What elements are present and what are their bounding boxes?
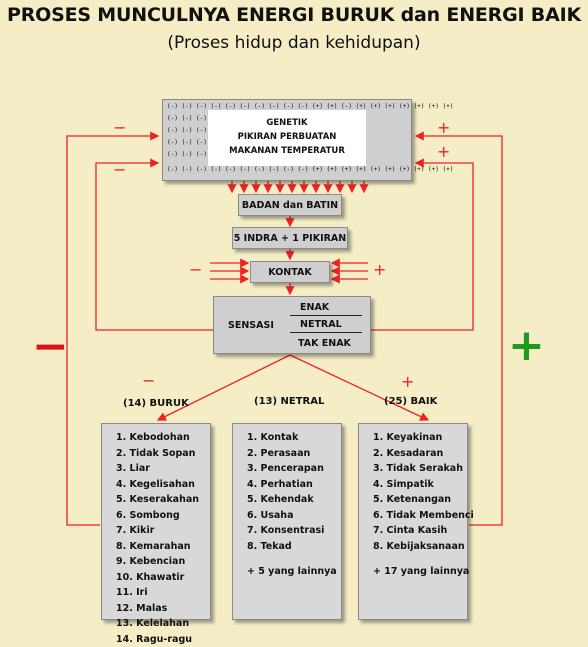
loop-right-inner — [371, 163, 473, 330]
list-item: 14. Ragu-ragu — [116, 632, 210, 647]
list-item: 9. Kebencian — [116, 554, 210, 570]
list-item: 13. Kelelahan — [116, 616, 210, 632]
list-item: 8. Kebijaksanaan — [373, 539, 467, 555]
heading-baik: (25) BAIK — [384, 396, 437, 407]
list-item: 10. Khawatir — [116, 570, 210, 586]
plus-sign: + — [401, 372, 414, 391]
list-item: 1. Keyakinan — [373, 430, 467, 446]
list-item: 1. Kebodohan — [116, 430, 210, 446]
sensasi-label: SENSASI — [228, 320, 274, 331]
minus-sign: − — [142, 371, 155, 390]
minus-sign: − — [113, 118, 126, 137]
down-arrows — [232, 181, 364, 192]
sign-row: (-) (-) (-) (-) (-) (-) (-) (-) (-) (-) … — [167, 166, 453, 173]
plus-sign: + — [373, 260, 386, 279]
list-buruk: 1. Kebodohan 2. Tidak Sopan 3. Liar 4. K… — [101, 423, 211, 620]
list-item: 3. Tidak Serakah — [373, 461, 467, 477]
list-item: 3. Liar — [116, 461, 210, 477]
list-item: 4. Perhatian — [247, 477, 341, 493]
list-item: 5. Kehendak — [247, 492, 341, 508]
list-item: 7. Konsentrasi — [247, 523, 341, 539]
factor-makanan: MAKANAN TEMPERATUR — [208, 144, 366, 158]
sensasi-enak: ENAK — [300, 302, 329, 313]
list-extra: + 5 yang lainnya — [247, 564, 341, 580]
factor-genetik: GENETIK — [208, 116, 366, 130]
list-item: 1. Kontak — [247, 430, 341, 446]
list-item: 2. Kesadaran — [373, 446, 467, 462]
big-minus-sign: − — [32, 327, 69, 367]
list-extra: + 17 yang lainnya — [373, 564, 467, 580]
heading-buruk: (14) BURUK — [123, 398, 189, 409]
sign-row: (-) (-) (-) (-) (-) (-) (-) (-) (-) (-) … — [167, 103, 453, 110]
list-item: 2. Tidak Sopan — [116, 446, 210, 462]
factors-box: GENETIK PIKIRAN PERBUATAN MAKANAN TEMPER… — [208, 110, 366, 166]
list-item: 12. Malas — [116, 601, 210, 617]
factor-pikiran: PIKIRAN PERBUATAN — [208, 130, 366, 144]
list-item: 7. Cinta Kasih — [373, 523, 467, 539]
plus-sign: + — [437, 142, 450, 161]
loop-left-inner — [96, 163, 213, 330]
minus-sign: − — [189, 260, 202, 279]
list-item: 4. Kegelisahan — [116, 477, 210, 493]
list-item: 5. Ketenangan — [373, 492, 467, 508]
badan-box: BADAN dan BATIN — [238, 194, 342, 216]
list-item: 7. Kikir — [116, 523, 210, 539]
sensasi-box: SENSASI ENAK NETRAL TAK ENAK — [213, 296, 371, 354]
sensasi-netral: NETRAL — [300, 319, 342, 330]
list-item: 3. Pencerapan — [247, 461, 341, 477]
list-item: 5. Keserakahan — [116, 492, 210, 508]
list-item: 6. Usaha — [247, 508, 341, 524]
indra-box: 5 INDRA + 1 PIKIRAN — [232, 227, 348, 249]
list-item: 4. Simpatik — [373, 477, 467, 493]
kontak-box: KONTAK — [250, 261, 330, 283]
heading-netral: (13) NETRAL — [254, 396, 324, 407]
big-plus-sign: + — [508, 326, 545, 366]
list-item: 6. Sombong — [116, 508, 210, 524]
list-item: 6. Tidak Membenci — [373, 508, 467, 524]
plus-sign: + — [437, 118, 450, 137]
list-item: 2. Perasaan — [247, 446, 341, 462]
list-baik: 1. Keyakinan 2. Kesadaran 3. Tidak Serak… — [358, 423, 468, 620]
list-item: 8. Tekad — [247, 539, 341, 555]
sensasi-tak-enak: TAK ENAK — [298, 338, 351, 349]
list-item: 8. Kemarahan — [116, 539, 210, 555]
minus-sign: − — [113, 160, 126, 179]
list-netral: 1. Kontak 2. Perasaan 3. Pencerapan 4. P… — [232, 423, 342, 620]
list-item: 11. Iri — [116, 585, 210, 601]
